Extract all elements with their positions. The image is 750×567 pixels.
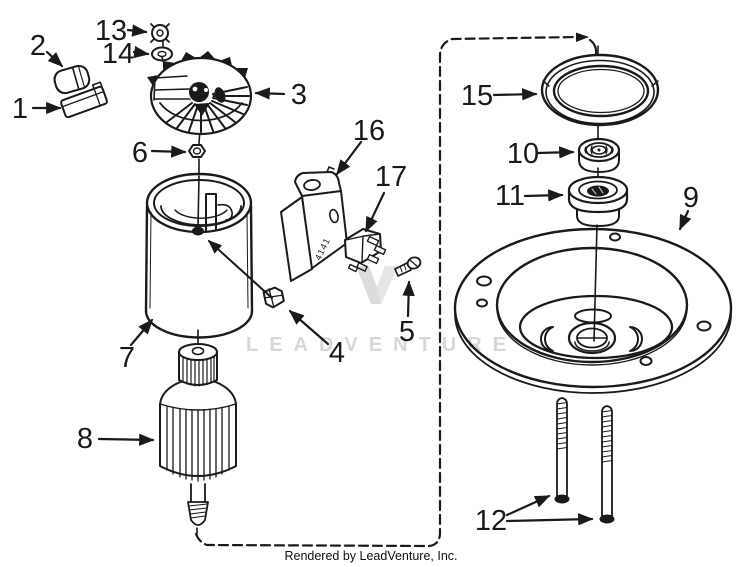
shaft-threads [188,503,208,519]
part-1-brush [60,81,108,119]
callout-12: 12 [475,494,594,537]
part-6-nut [188,144,206,158]
bolt-a-threads [556,402,568,450]
callout-16-label: 16 [353,115,385,147]
callout-17-arrow [364,191,386,233]
part-4-clip [262,286,285,309]
callout-3: 3 [254,79,307,111]
callout-11: 11 [495,180,564,212]
callout-12-arrow-b [505,513,594,526]
right-assembly [453,45,733,524]
callout-8: 8 [77,423,155,455]
callout-2-label: 2 [30,30,46,62]
callout-2-arrow [45,50,64,68]
callout-11-arrow [523,189,564,202]
callout-10: 10 [507,138,575,170]
callout-13: 13 [95,15,148,47]
callout-14: 14 [102,38,150,70]
callout-1-label: 1 [12,93,28,125]
callout-11-label: 11 [495,180,525,212]
bolt-b-threads [601,410,613,463]
callout-15: 15 [461,80,538,112]
part-12-bolts [554,397,615,524]
callout-15-label: 15 [461,80,493,112]
callout-14-arrow [132,45,150,59]
callout-17-label: 17 [375,161,407,193]
part-2-brush-cap [53,64,91,95]
callout-2: 2 [30,30,64,68]
part-15-ring [540,53,660,127]
callout-16-arrow [335,140,363,176]
callout-3-arrow [254,87,286,100]
fan-spikes [147,51,248,86]
armature-laminations [166,406,230,482]
callout-8-arrow [97,433,155,446]
callout-16: 16 [335,115,385,176]
callout-12-label: 12 [475,505,507,537]
brush-seat [192,226,204,236]
center-axis-housing [197,175,200,229]
callout-10-label: 10 [507,138,539,170]
part-17-connector [344,228,387,273]
baseplate-holes [476,232,712,366]
part-16-bracket: 4141 [280,166,348,282]
callout-7-label: 7 [119,342,135,374]
part-10-bearing [577,137,621,173]
center-axis-right-bottom [593,224,598,342]
callout-5: 5 [399,280,415,348]
callout-9: 9 [678,182,699,231]
part-8-armature [159,343,237,535]
clip-location-arrow [207,240,273,299]
callout-14-label: 14 [102,38,134,70]
callout-3-label: 3 [291,79,307,111]
location-bracket [194,32,598,548]
callout-10-arrow [536,146,575,159]
callout-6: 6 [132,137,187,169]
commutator-knurl [182,356,215,387]
callout-13-arrow [126,24,148,37]
callout-4-label: 4 [329,337,345,369]
callout-4: 4 [288,309,345,369]
fan-louvers [153,75,191,101]
callout-5-label: 5 [399,316,415,348]
part-14-washer [151,46,173,62]
part-13-nut [150,23,170,43]
part-9-baseplate [453,227,733,394]
part-3-fan [147,51,253,136]
callout-17: 17 [364,161,407,233]
callout-12-arrow-a [505,494,551,517]
callout-4-arrow [288,309,330,346]
callout-8-label: 8 [77,423,93,455]
callout-5-arrow [402,280,415,318]
fan-hub [189,82,226,116]
part-11-bushing [567,175,629,227]
part-5-screw [394,256,422,277]
callout-6-arrow [150,145,187,158]
callout-1: 1 [12,93,62,125]
callout-7-arrow [129,318,154,347]
callout-7: 7 [119,318,154,374]
footer-credit: Rendered by LeadVenture, Inc. [284,549,457,563]
left-assembly: 4141 [53,23,422,535]
callout-9-label: 9 [683,182,699,214]
callout-6-label: 6 [132,137,148,169]
callout-13-label: 13 [95,15,127,47]
callout-9-arrow [678,209,692,231]
callouts: 1 2 13 14 3 6 16 17 [12,15,699,537]
callout-15-arrow [492,88,538,101]
